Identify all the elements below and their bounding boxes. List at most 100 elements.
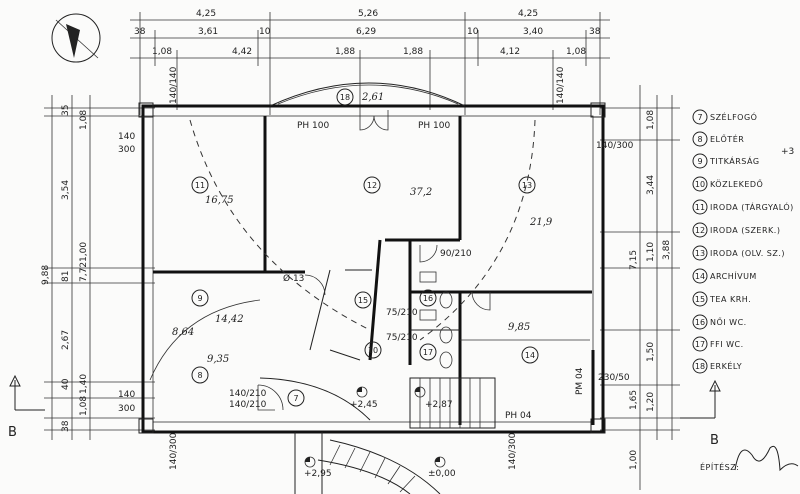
door-label: 140/210 — [229, 400, 267, 410]
opening-label: 140/300 — [169, 432, 179, 470]
svg-text:ARCHÍVUM: ARCHÍVUM — [710, 270, 757, 281]
svg-text:FFI WC.: FFI WC. — [710, 340, 744, 349]
room-12-marker: 12 — [363, 176, 381, 194]
door-label: 75/210 — [386, 333, 418, 343]
room-area: 21,9 — [529, 217, 553, 228]
dim-label: 3,44 — [646, 175, 656, 195]
dim-label: 1,40 — [79, 374, 89, 394]
svg-text:7: 7 — [697, 113, 702, 122]
wc-fixtures — [419, 271, 453, 369]
dim-label: 40 — [61, 378, 71, 390]
svg-text:SZÉLFOGÓ: SZÉLFOGÓ — [710, 111, 757, 122]
swing-arc-13 — [419, 119, 536, 341]
dim-label: 3,88 — [662, 240, 672, 260]
dim-label: 300 — [118, 404, 135, 414]
svg-text:ERKÉLY: ERKÉLY — [710, 360, 742, 371]
opening-label: 140/300 — [596, 141, 634, 151]
dim-label: 1,08 — [79, 396, 89, 416]
top-dim-row3: 1,08 4,42 1,88 1,88 4,12 1,08 — [152, 47, 586, 57]
opening-label: 230/50 — [598, 373, 630, 383]
room-13-marker: 13 — [518, 176, 536, 194]
signature-label: ÉPÍTÉSZ: — [700, 461, 739, 472]
room-area: 2,61 — [361, 92, 384, 103]
svg-text:14: 14 — [695, 272, 705, 281]
dim-label: 9,88 — [41, 265, 51, 285]
section-mark-left: B — [8, 374, 45, 440]
left-dim-labels: 9,88 3,54 81 2,67 40 1,08 1,00 7,72 1,40… — [41, 105, 135, 432]
level-marker-icon: +2,45 — [350, 386, 378, 410]
room-11-marker: 11 — [191, 176, 209, 194]
right-dimension-lines — [600, 85, 680, 490]
dim-label: 140 — [118, 390, 135, 400]
room-area: 14,42 — [215, 314, 244, 325]
dim-label: 4,42 — [232, 47, 252, 57]
svg-text:+2,45: +2,45 — [350, 400, 378, 410]
svg-text:9: 9 — [197, 294, 202, 303]
dim-label: 4,25 — [196, 9, 216, 19]
room-area: 16,75 — [205, 195, 234, 206]
svg-text:8: 8 — [197, 371, 202, 380]
level-marker-icon: ±0,00 — [428, 456, 456, 479]
stairs — [294, 377, 496, 494]
dim-label: 1,08 — [152, 47, 172, 57]
dim-label: 10 — [259, 27, 271, 37]
dim-label: 6,29 — [356, 27, 376, 37]
opening-label: 140/140 — [169, 66, 179, 104]
svg-text:11: 11 — [695, 203, 705, 212]
dim-label: 7,15 — [629, 250, 639, 270]
curve-entry — [259, 377, 371, 421]
room-area: 8,64 — [172, 327, 194, 338]
dim-label: 140 — [118, 132, 135, 142]
dim-label: 4,12 — [500, 47, 520, 57]
svg-text:13: 13 — [522, 181, 532, 190]
dim-label: 4,25 — [518, 9, 538, 19]
svg-text:IRODA (TÁRGYALÓ): IRODA (TÁRGYALÓ) — [710, 201, 794, 212]
dim-label: 1,00 — [629, 450, 639, 470]
legend-item: 14 ARCHÍVUM — [692, 268, 757, 284]
north-arrow-icon — [51, 13, 101, 63]
svg-text:ELŐTÉR: ELŐTÉR — [710, 133, 744, 144]
room-17-marker: 17 — [419, 343, 437, 361]
opening-label: 140/300 — [508, 432, 518, 470]
dim-label: 7,72 — [79, 262, 89, 282]
opening-label: 140/140 — [556, 66, 566, 104]
room-10-marker: 10 — [364, 341, 382, 359]
dim-label: 2,67 — [61, 330, 71, 350]
svg-text:12: 12 — [695, 226, 705, 235]
legend-item: 12 IRODA (SZERK.) — [692, 222, 780, 238]
opening-label: Ø 13 — [283, 273, 304, 284]
svg-text:14: 14 — [525, 351, 535, 360]
outer-walls — [138, 102, 606, 434]
svg-text:10: 10 — [368, 346, 378, 355]
svg-text:NŐI WC.: NŐI WC. — [710, 317, 747, 327]
top-dim-row2: 38 3,61 10 6,29 10 3,40 38 — [134, 27, 601, 37]
svg-text:IRODA (SZERK.): IRODA (SZERK.) — [710, 226, 780, 235]
svg-text:15: 15 — [358, 296, 368, 305]
dim-label: 3,61 — [198, 27, 218, 37]
dim-label: 1,10 — [646, 242, 656, 262]
right-dim-labels: 1,08 3,44 1,10 7,15 3,88 1,50 1,65 1,20 … — [629, 110, 672, 470]
svg-text:17: 17 — [695, 340, 705, 349]
dim-label: 1,50 — [646, 342, 656, 362]
opening-label: PH 04 — [505, 411, 532, 421]
dim-label: 3,40 — [523, 27, 543, 37]
room-7-marker: 7 — [287, 389, 305, 407]
room-markers: 7 8 9 10 11 12 13 14 15 16 17 18 — [191, 88, 539, 407]
room-9-marker: 9 — [191, 289, 209, 307]
room-area: 9,35 — [207, 354, 229, 365]
architect-signature: ÉPÍTÉSZ: — [700, 445, 799, 472]
svg-text:17: 17 — [423, 348, 433, 357]
level-marker-icon: +2,87 — [414, 386, 453, 410]
balcony-arc-inner — [277, 84, 459, 105]
room-area: 9,85 — [508, 322, 530, 333]
room-14-marker: 14 — [521, 346, 539, 364]
